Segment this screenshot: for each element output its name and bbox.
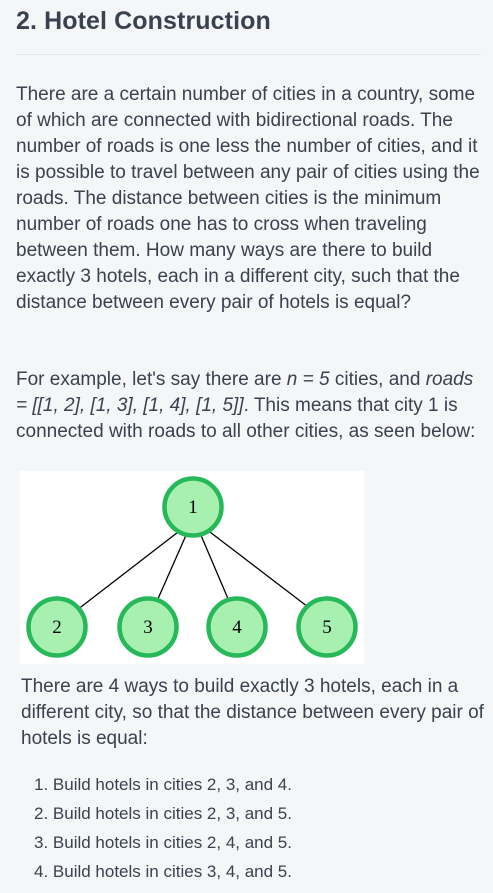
edge-1-3 — [156, 532, 188, 602]
edge-1-4 — [199, 532, 230, 602]
node-3-label: 3 — [143, 617, 153, 638]
list-item: 1. Build hotels in cities 2, 3, and 4. — [34, 775, 292, 794]
list-item: 2. Build hotels in cities 2, 3, and 5. — [34, 804, 292, 823]
node-5: 5 — [296, 596, 358, 658]
example-tail: . This means that city 1 is connected wi… — [16, 395, 476, 442]
list-item: 4. Build hotels in cities 3, 4, and 5. — [34, 862, 292, 881]
example-paragraph: For example, let's say there are n = 5 c… — [16, 367, 486, 445]
node-5-label: 5 — [322, 617, 332, 638]
node-2-label: 2 — [52, 617, 62, 638]
node-1: 1 — [162, 476, 224, 538]
edge-1-2 — [76, 528, 183, 611]
node-2: 2 — [26, 596, 88, 658]
example-n: n = 5 — [286, 369, 330, 390]
city-graph-svg: 1 2 3 4 5 — [26, 476, 358, 658]
problem-title: 2. Hotel Construction — [16, 7, 271, 35]
example-roads: roads = [[1, 2], [1, 3], [1, 4], [1, 5]] — [16, 369, 474, 416]
node-4-label: 4 — [232, 617, 242, 638]
example-lead: For example, let's say there are — [16, 369, 287, 390]
title-divider — [16, 54, 481, 55]
list-item: 3. Build hotels in cities 2, 4, and 5. — [34, 833, 292, 852]
ways-list: 1. Build hotels in cities 2, 3, and 4. 2… — [34, 770, 292, 886]
problem-description: There are a certain number of cities in … — [16, 84, 480, 313]
node-1-label: 1 — [188, 497, 198, 518]
node-3: 3 — [117, 596, 179, 658]
example-mid: cities, and — [329, 369, 426, 390]
city-graph-diagram: 1 2 3 4 5 — [20, 471, 364, 664]
edge-1-5 — [205, 528, 313, 611]
ways-paragraph: There are 4 ways to build exactly 3 hote… — [21, 676, 484, 749]
node-4: 4 — [206, 596, 268, 658]
